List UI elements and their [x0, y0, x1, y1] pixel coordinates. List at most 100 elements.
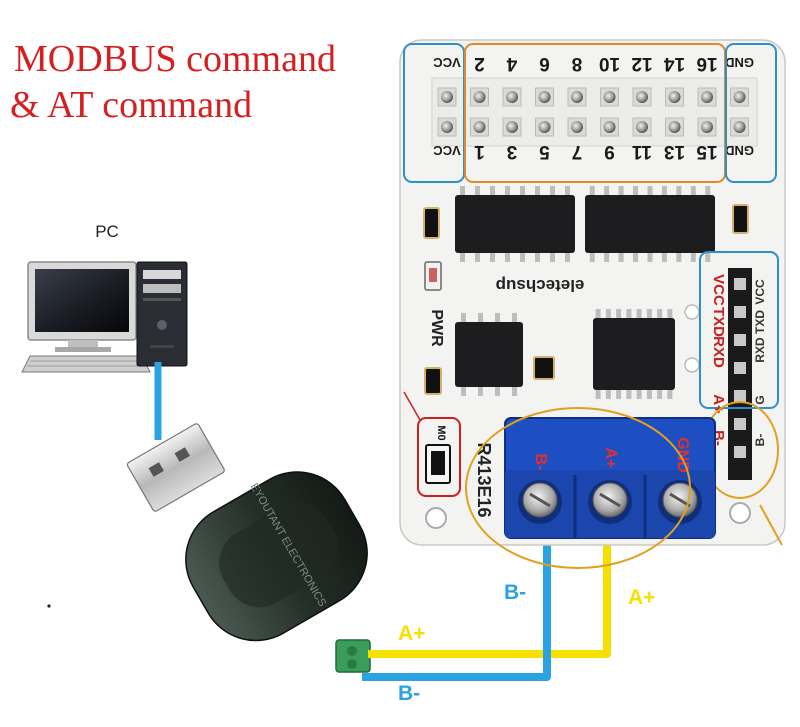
title-line-2: & AT command [10, 84, 253, 126]
header-pin [538, 91, 551, 103]
header-label: 2 [474, 53, 485, 74]
chip-leg [535, 253, 540, 262]
wire-label-a-plus-left: A+ [398, 622, 425, 645]
header-label: VCC [433, 55, 461, 70]
header-pins [437, 87, 749, 137]
title-line-1: MODBUS command [14, 38, 336, 80]
chip-leg [589, 253, 595, 262]
header-label: 5 [539, 141, 550, 162]
side-pin [734, 418, 746, 430]
capacitor-1 [423, 207, 440, 239]
io-header [431, 77, 758, 147]
chip-leg [550, 186, 555, 195]
chip-leg [505, 253, 510, 262]
header-label: 9 [604, 141, 615, 162]
side-pin [734, 390, 746, 402]
side-label-mirror: RXD [753, 337, 767, 363]
keyboard-icon [21, 355, 151, 373]
chip-leg [495, 313, 500, 322]
chip-leg [626, 309, 632, 318]
header-pin [441, 91, 453, 103]
driver-chip-left [455, 186, 575, 262]
chip-leg [667, 309, 673, 318]
chip-leg [520, 253, 525, 262]
gnd-highlight-box [725, 43, 777, 183]
chip-leg [605, 309, 611, 318]
chip-leg [616, 390, 622, 399]
chip-leg [512, 387, 517, 396]
chip-leg [646, 390, 652, 399]
chip-leg [475, 186, 480, 195]
side-pin [734, 334, 746, 346]
screw-slot [529, 492, 551, 508]
header-pin [668, 91, 681, 103]
side-label: VCC [710, 274, 727, 306]
capacitor-2 [732, 204, 749, 234]
screw-slot [599, 492, 621, 508]
header-pin [506, 121, 518, 133]
stray-dot [47, 604, 51, 608]
header-label: 12 [631, 53, 652, 74]
header-pin [473, 91, 486, 103]
header-label: 14 [664, 53, 686, 74]
chip-leg [604, 186, 610, 195]
chip-leg [657, 309, 663, 318]
rs485-chip [593, 309, 675, 399]
chip-leg [478, 313, 483, 322]
side-label: RXD [710, 336, 727, 368]
capacitor-4 [424, 367, 442, 395]
side-pin [734, 362, 746, 374]
chip-leg [490, 186, 495, 195]
header-pin [733, 91, 746, 103]
chip-leg [636, 390, 642, 399]
header-label: 7 [572, 141, 583, 162]
pc-label: PC [95, 222, 119, 241]
ab-pointer-line [759, 504, 783, 546]
chip-leg [647, 186, 653, 195]
header-pin [701, 121, 713, 133]
chip-leg [657, 390, 663, 399]
chip-leg [618, 186, 624, 195]
side-label-mirror: B- [753, 434, 767, 447]
terminal-highlight-ellipse [465, 407, 691, 569]
side-label-mirror: VCC [753, 279, 767, 305]
header-pin [538, 121, 551, 133]
chip-leg [616, 309, 622, 318]
monitor-icon [27, 261, 137, 352]
board-model-text: R413E16 [474, 442, 494, 517]
chip-leg [636, 309, 642, 318]
header-label: 10 [599, 53, 620, 74]
switch-label: M0 [435, 425, 447, 440]
chip-leg [595, 309, 601, 318]
chip-leg [595, 390, 601, 399]
chip-leg [618, 253, 624, 262]
chip-leg [460, 253, 465, 262]
header-label: VCC [433, 143, 461, 158]
mount-hole-right [729, 502, 751, 524]
mount-hole-left [425, 507, 447, 529]
header-pin [733, 121, 746, 133]
chip-leg [604, 253, 610, 262]
chip-leg [475, 253, 480, 262]
chip-leg [478, 387, 483, 396]
header-pin [636, 121, 648, 133]
chip-leg [646, 309, 652, 318]
chip-leg [705, 186, 711, 195]
driver-chip-right [585, 186, 715, 262]
chip-leg [490, 253, 495, 262]
header-label: 13 [664, 141, 685, 162]
via-2 [684, 357, 700, 373]
chip-leg [647, 253, 653, 262]
header-label: 15 [696, 141, 718, 162]
header-label: 1 [474, 141, 485, 162]
header-pin [441, 121, 453, 133]
chip-leg [565, 253, 570, 262]
chip-leg [676, 253, 682, 262]
header-pin [603, 121, 616, 133]
header-label: 3 [507, 141, 518, 162]
header-pin [506, 91, 518, 103]
chip-leg [676, 186, 682, 195]
header-label: 4 [506, 53, 517, 74]
